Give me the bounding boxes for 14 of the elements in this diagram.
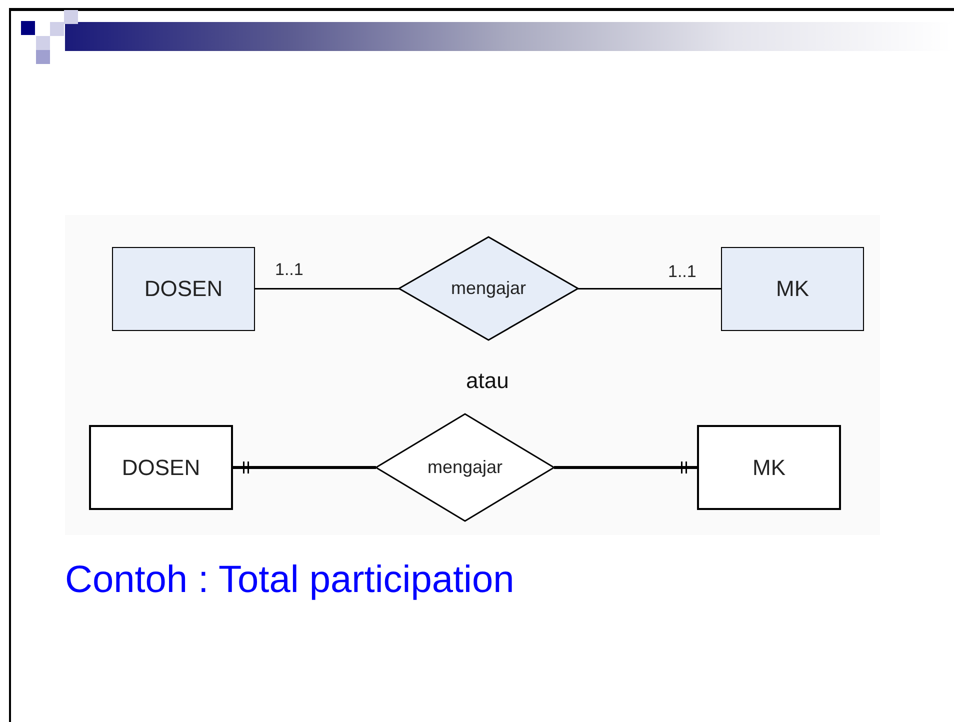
entity-name: DOSEN: [144, 276, 223, 302]
connector-line: [233, 462, 376, 474]
entity-name: MK: [776, 276, 809, 302]
cardinality-label: 1..1: [668, 263, 696, 280]
connector-line: [255, 288, 399, 290]
entity-name: MK: [752, 454, 786, 480]
label-text: atau: [466, 370, 509, 392]
connector-line: [578, 288, 721, 290]
cardinality-label: 1..1: [275, 261, 304, 278]
entity-name: DOSEN: [122, 454, 200, 480]
relationship-name: mengajar: [450, 278, 526, 299]
caption: Contoh : Total participation: [65, 560, 514, 602]
relationship-name: mengajar: [427, 457, 503, 478]
connector-line: [554, 462, 697, 474]
